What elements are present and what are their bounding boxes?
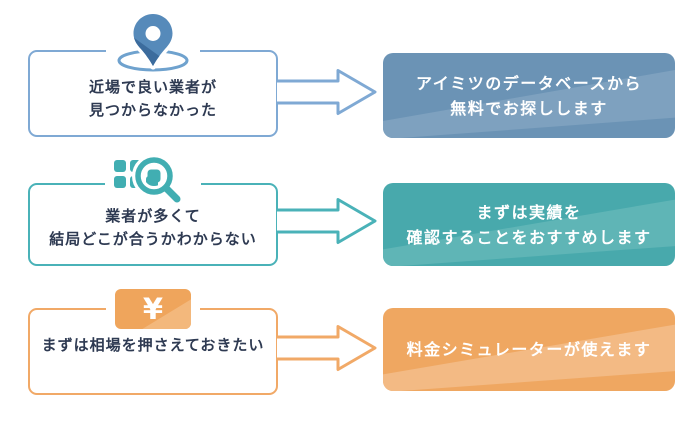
map-pin-icon-svg: [117, 10, 189, 72]
map-pin-icon: [106, 10, 200, 72]
problem-box: 業者が多くて 結局どこが合うかわからない: [28, 154, 278, 266]
arrow-right-icon: [277, 198, 377, 244]
yen-icon: ¥: [106, 289, 200, 329]
solution-text-line: 確認することをおすすめします: [406, 227, 652, 247]
yen-badge: ¥: [115, 289, 191, 329]
problem-box: 近場で良い業者が 見つからなかった: [28, 10, 278, 137]
problem-text-line: 業者が多くて: [105, 206, 201, 225]
yen-symbol: ¥: [142, 292, 164, 326]
solution-text-line: アイミツのデータベースから: [416, 73, 642, 93]
problem-text-line: 見つからなかった: [88, 100, 217, 119]
solution-text-line: 料金シミュレーターが使えます: [406, 340, 652, 359]
solution-text-line: 無料でお探しします: [450, 98, 608, 118]
solution-text-line: まずは実績を: [476, 202, 582, 222]
solution-box: アイミツのデータベースから 無料でお探しします: [383, 53, 675, 138]
solution-box: 料金シミュレーターが使えます: [383, 308, 675, 391]
problem-text-line: まずは相場を押さえておきたい: [41, 336, 265, 354]
search-grid-icon-svg: [114, 154, 183, 205]
problem-text-line: 近場で良い業者が: [88, 77, 217, 96]
problem-box: ¥ まずは相場を押さえておきたい: [28, 289, 278, 395]
arrow-right-icon: [277, 325, 377, 371]
arrow-right-icon: [277, 69, 377, 115]
search-grid-icon: [105, 154, 201, 205]
solution-box: まずは実績を 確認することをおすすめします: [383, 183, 675, 266]
problem-text-line: 結局どこが合うかわからない: [49, 229, 257, 248]
